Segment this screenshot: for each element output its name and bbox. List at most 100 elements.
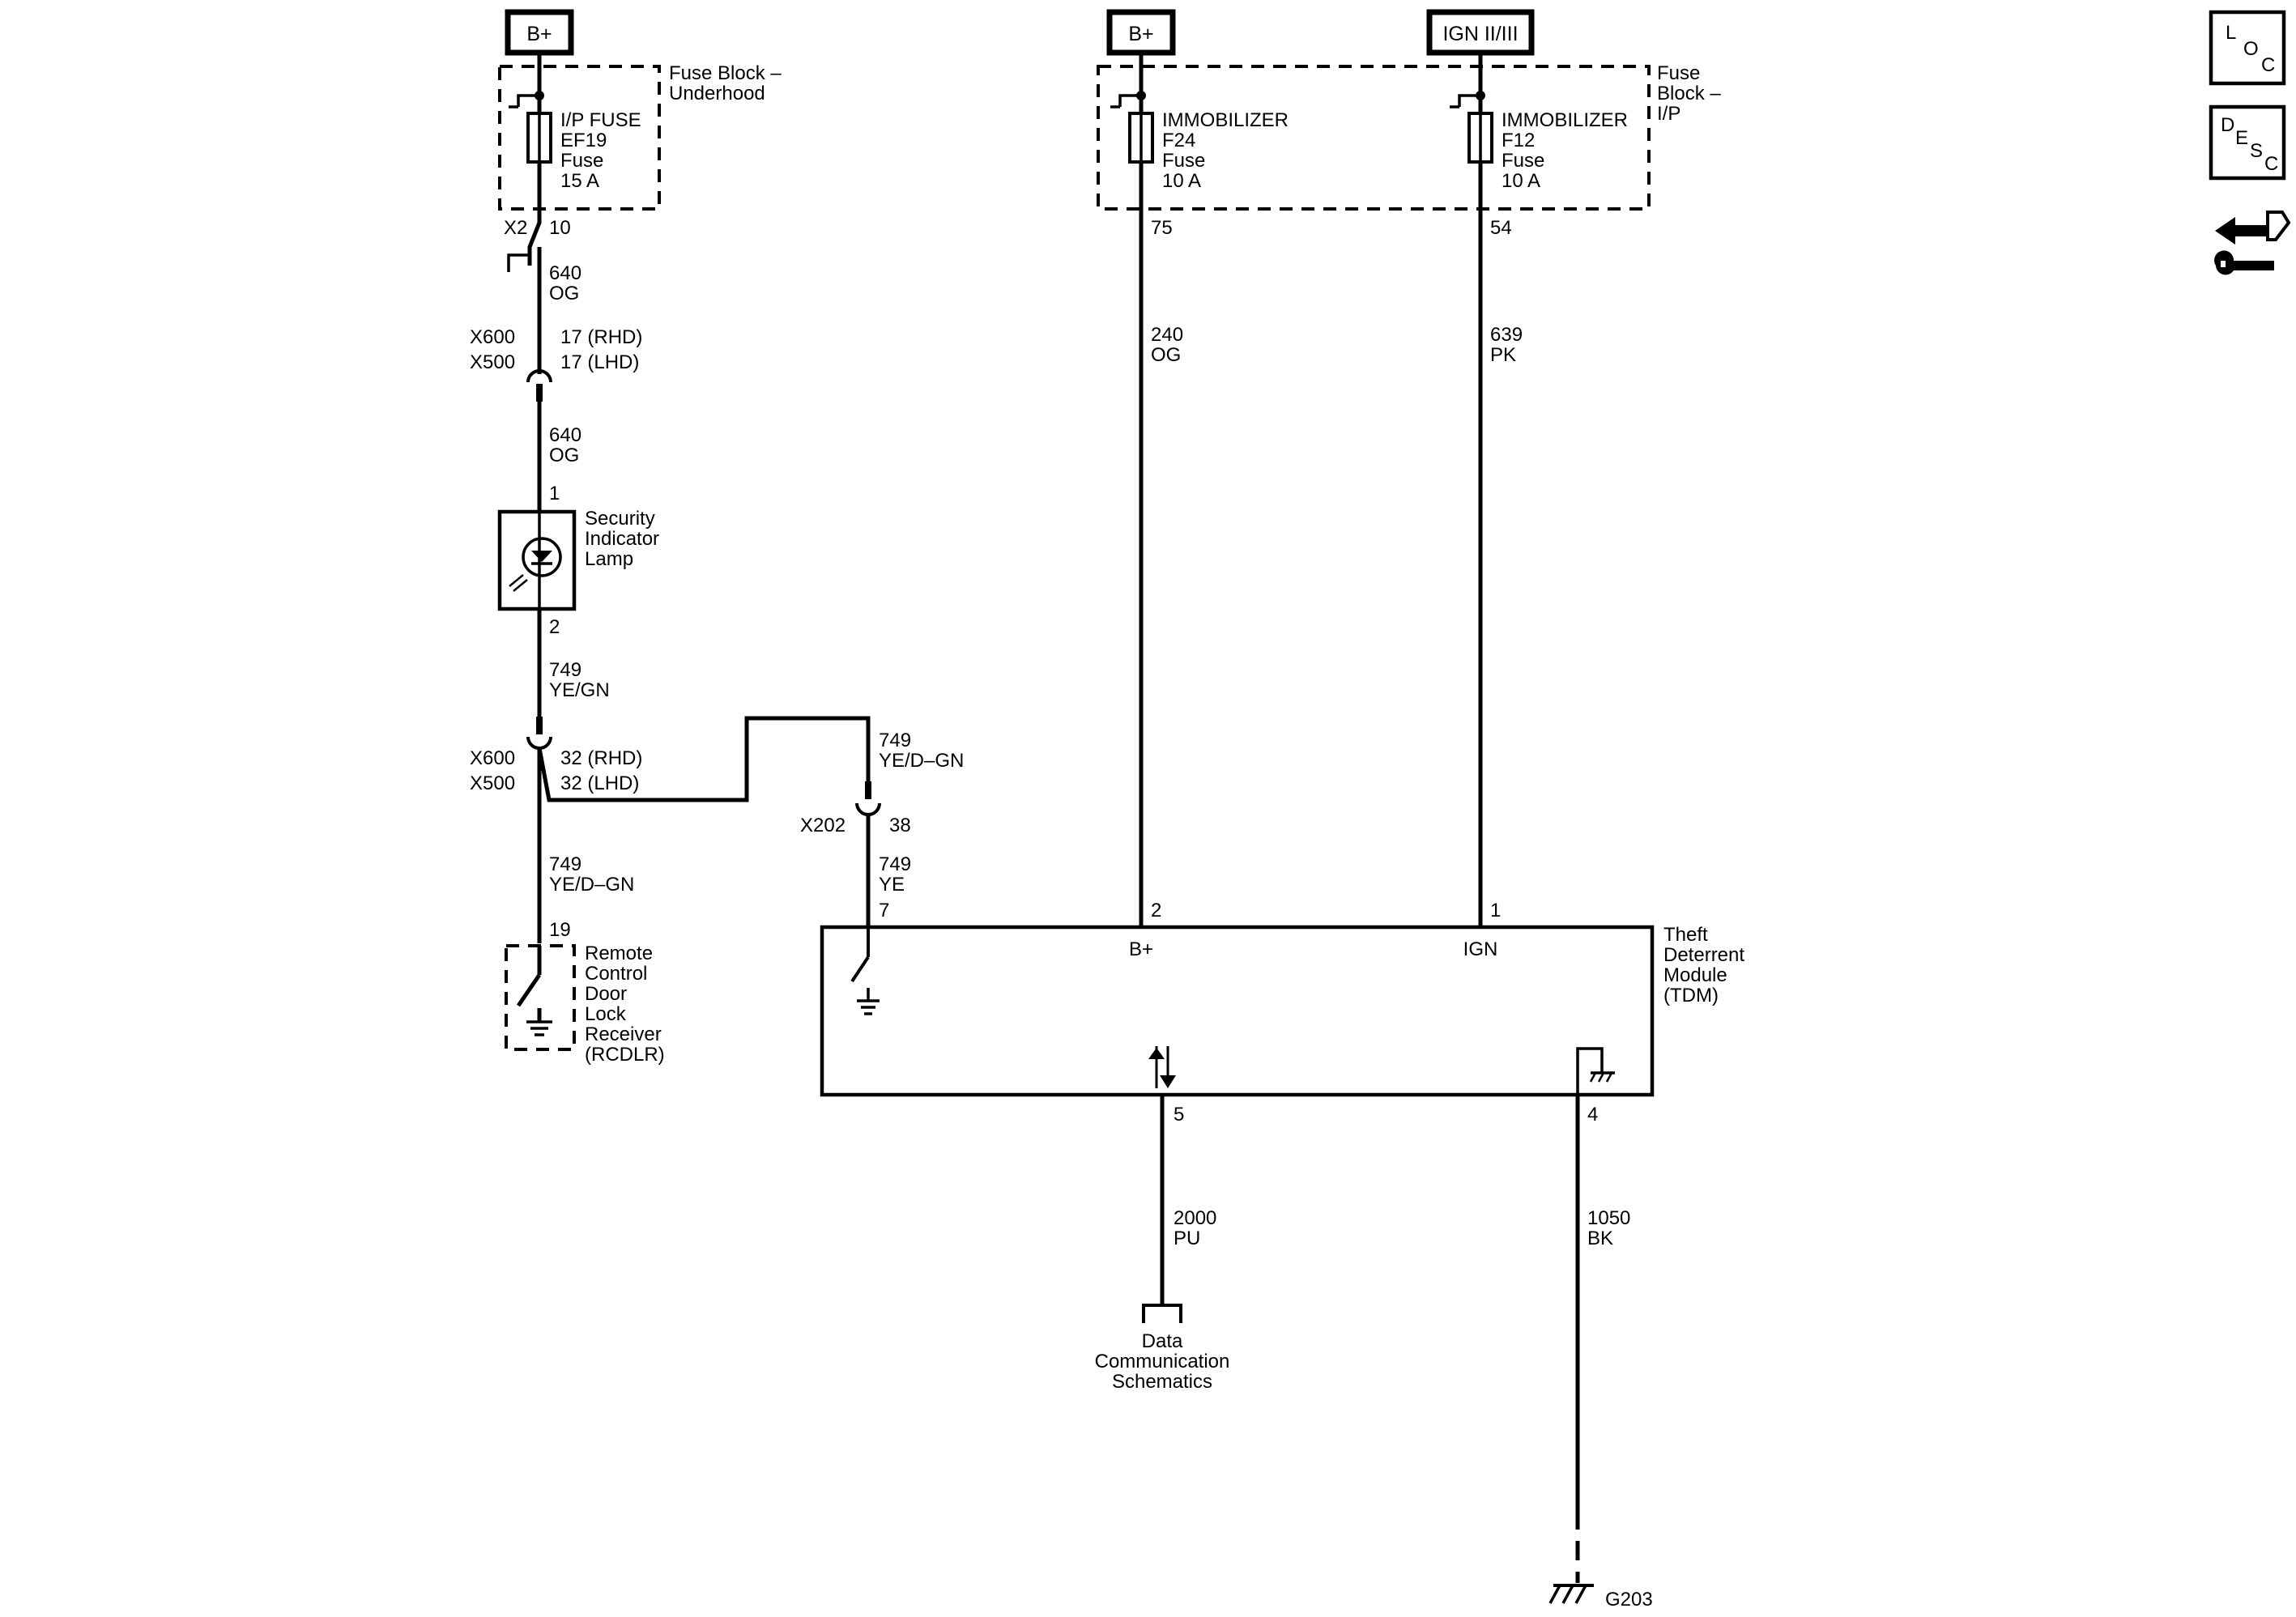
inline-connector-x600-a xyxy=(526,368,552,402)
fuse-f24-line3: Fuse xyxy=(1162,150,1205,172)
wire-639-color: PK xyxy=(1490,344,1516,366)
tdm-label-3: Module xyxy=(1663,964,1727,986)
lamp-label-2: Indicator xyxy=(585,528,659,550)
fuse-ef19-line2: EF19 xyxy=(560,130,607,151)
power-source-bplus-mid: B+ xyxy=(1106,9,1176,56)
fuse-f12-line4: 10 A xyxy=(1502,170,1540,192)
chassis-ground-icon xyxy=(1576,1047,1615,1095)
fuse-block-underhood: Fuse Block – Underhood xyxy=(498,62,782,211)
wire-749-color-b: YE/D–GN xyxy=(549,874,634,896)
connector-x202-pin: 38 xyxy=(889,815,911,836)
connector-x2-pin: 10 xyxy=(549,217,571,239)
power-source-ign: IGN II/III xyxy=(1426,9,1535,56)
power-label-bplus-mid: B+ xyxy=(1128,23,1153,45)
connector-x600-label-b: X600 xyxy=(470,747,515,769)
connector-rhd-pin-a: 17 (RHD) xyxy=(560,326,642,348)
fuse-f12-label: IMMOBILIZER F12 Fuse 10 A xyxy=(1502,109,1628,192)
tdm-pin-5: 5 xyxy=(1174,1104,1184,1126)
data-communication-reference: Data Communication Schematics xyxy=(1095,1304,1230,1393)
connector-rhd-pin-b: 32 (RHD) xyxy=(560,747,642,769)
ground-g203-icon xyxy=(1548,1584,1594,1604)
tdm-pin-2: 2 xyxy=(1151,900,1161,921)
rcdlr-label-6: (RCDLR) xyxy=(585,1044,665,1066)
fuse-ef19-line4: 15 A xyxy=(560,170,599,192)
location-icon[interactable]: L O C xyxy=(2209,10,2286,86)
description-icon[interactable]: D E S C xyxy=(2209,104,2286,181)
wire-2000-color: PU xyxy=(1174,1228,1200,1249)
fuse-f12-line1: IMMOBILIZER xyxy=(1502,109,1628,131)
bidirectional-arrow-icon xyxy=(1148,1046,1176,1088)
inline-connector-x202 xyxy=(855,781,881,816)
connector-wrench-icon[interactable] xyxy=(2214,211,2291,275)
tdm-label-1: Theft xyxy=(1663,924,1708,946)
fuse-block-ip-label-1: Fuse xyxy=(1657,62,1700,84)
tdm-pin-4: 4 xyxy=(1587,1104,1598,1126)
wire-240-number: 240 xyxy=(1151,324,1183,346)
data-comm-label-2: Communication xyxy=(1095,1351,1230,1372)
wire-749-color-a: YE/GN xyxy=(549,679,610,701)
data-comm-label-3: Schematics xyxy=(1112,1371,1212,1393)
wire-1050-color: BK xyxy=(1587,1228,1613,1249)
loc-letter-o: O xyxy=(2243,38,2259,60)
data-comm-label-1: Data xyxy=(1142,1330,1183,1352)
fuse-f24-pin: 75 xyxy=(1151,217,1173,239)
fuse-ef19-label: I/P FUSE EF19 Fuse 15 A xyxy=(560,109,641,192)
wire-240-color: OG xyxy=(1151,344,1181,366)
power-source-bplus-left: B+ xyxy=(505,9,574,56)
theft-deterrent-module: Theft Deterrent Module (TDM) B+ IGN xyxy=(820,924,1744,1097)
rcdlr-label-1: Remote xyxy=(585,943,653,964)
tdm-bplus-label: B+ xyxy=(1129,938,1153,960)
rcdlr-pin: 19 xyxy=(549,919,571,941)
fuse-block-underhood-label-1: Fuse Block – xyxy=(669,62,782,84)
power-label-ign: IGN II/III xyxy=(1442,23,1518,45)
wire-2000-number: 2000 xyxy=(1174,1207,1216,1229)
lamp-pin-top: 1 xyxy=(549,483,560,504)
desc-letter-c: C xyxy=(2264,153,2278,175)
rcdlr-module: Remote Control Door Lock Receiver (RCDLR… xyxy=(505,943,665,1066)
wire-640-color-b: OG xyxy=(549,445,579,466)
fuse-block-ip: Fuse Block – I/P xyxy=(1097,62,1721,211)
inline-connector-x600-b xyxy=(526,717,552,750)
connector-x600-label-a: X600 xyxy=(470,326,515,348)
rcdlr-label-2: Control xyxy=(585,963,647,985)
wire-640-number-a: 640 xyxy=(549,262,581,284)
tdm-label-4: (TDM) xyxy=(1663,985,1719,1006)
tdm-pin-1: 1 xyxy=(1490,900,1501,921)
ground-g203-label: G203 xyxy=(1605,1589,1653,1611)
connector-x500-label-b: X500 xyxy=(470,772,515,794)
fuse-f12-line2: F12 xyxy=(1502,130,1535,151)
lamp-label-3: Lamp xyxy=(585,548,633,570)
rcdlr-label-4: Lock xyxy=(585,1003,627,1025)
fuse-block-underhood-label-2: Underhood xyxy=(669,83,765,104)
wire-749-color-c: YE/D–GN xyxy=(879,750,964,772)
connector-x202-label: X202 xyxy=(800,815,846,836)
fuse-ef19-line3: Fuse xyxy=(560,150,603,172)
fuse-f24-symbol xyxy=(1128,112,1154,164)
loc-letter-c: C xyxy=(2261,54,2275,76)
desc-letter-d: D xyxy=(2221,114,2234,136)
fuse-f24-line4: 10 A xyxy=(1162,170,1201,192)
lamp-pin-bottom: 2 xyxy=(549,616,560,638)
connector-x500-label-a: X500 xyxy=(470,351,515,373)
desc-letter-e: E xyxy=(2235,127,2248,149)
connector-x2-label: X2 xyxy=(504,217,527,239)
wire-1050-number: 1050 xyxy=(1587,1207,1630,1229)
wire-640-color-a: OG xyxy=(549,283,579,304)
fuse-ef19-symbol xyxy=(526,112,552,164)
fuse-block-ip-label-2: Block – xyxy=(1657,83,1721,104)
tdm-pin-7: 7 xyxy=(879,900,889,921)
fuse-f24-line2: F24 xyxy=(1162,130,1195,151)
loc-letter-l: L xyxy=(2226,22,2236,44)
fuse-f12-symbol xyxy=(1467,112,1493,164)
wire-749-number-d: 749 xyxy=(879,853,911,875)
rcdlr-label-5: Receiver xyxy=(585,1023,662,1045)
wire-640-number-b: 640 xyxy=(549,424,581,446)
connector-lhd-pin-a: 17 (LHD) xyxy=(560,351,639,373)
fuse-f24-line1: IMMOBILIZER xyxy=(1162,109,1289,131)
fuse-ef19-line1: I/P FUSE xyxy=(560,109,641,131)
security-indicator-lamp: Security Indicator Lamp xyxy=(497,508,659,611)
connector-lhd-pin-b: 32 (LHD) xyxy=(560,772,639,794)
wire-749-number-c: 749 xyxy=(879,730,911,751)
wire-749-number-a: 749 xyxy=(549,659,581,681)
